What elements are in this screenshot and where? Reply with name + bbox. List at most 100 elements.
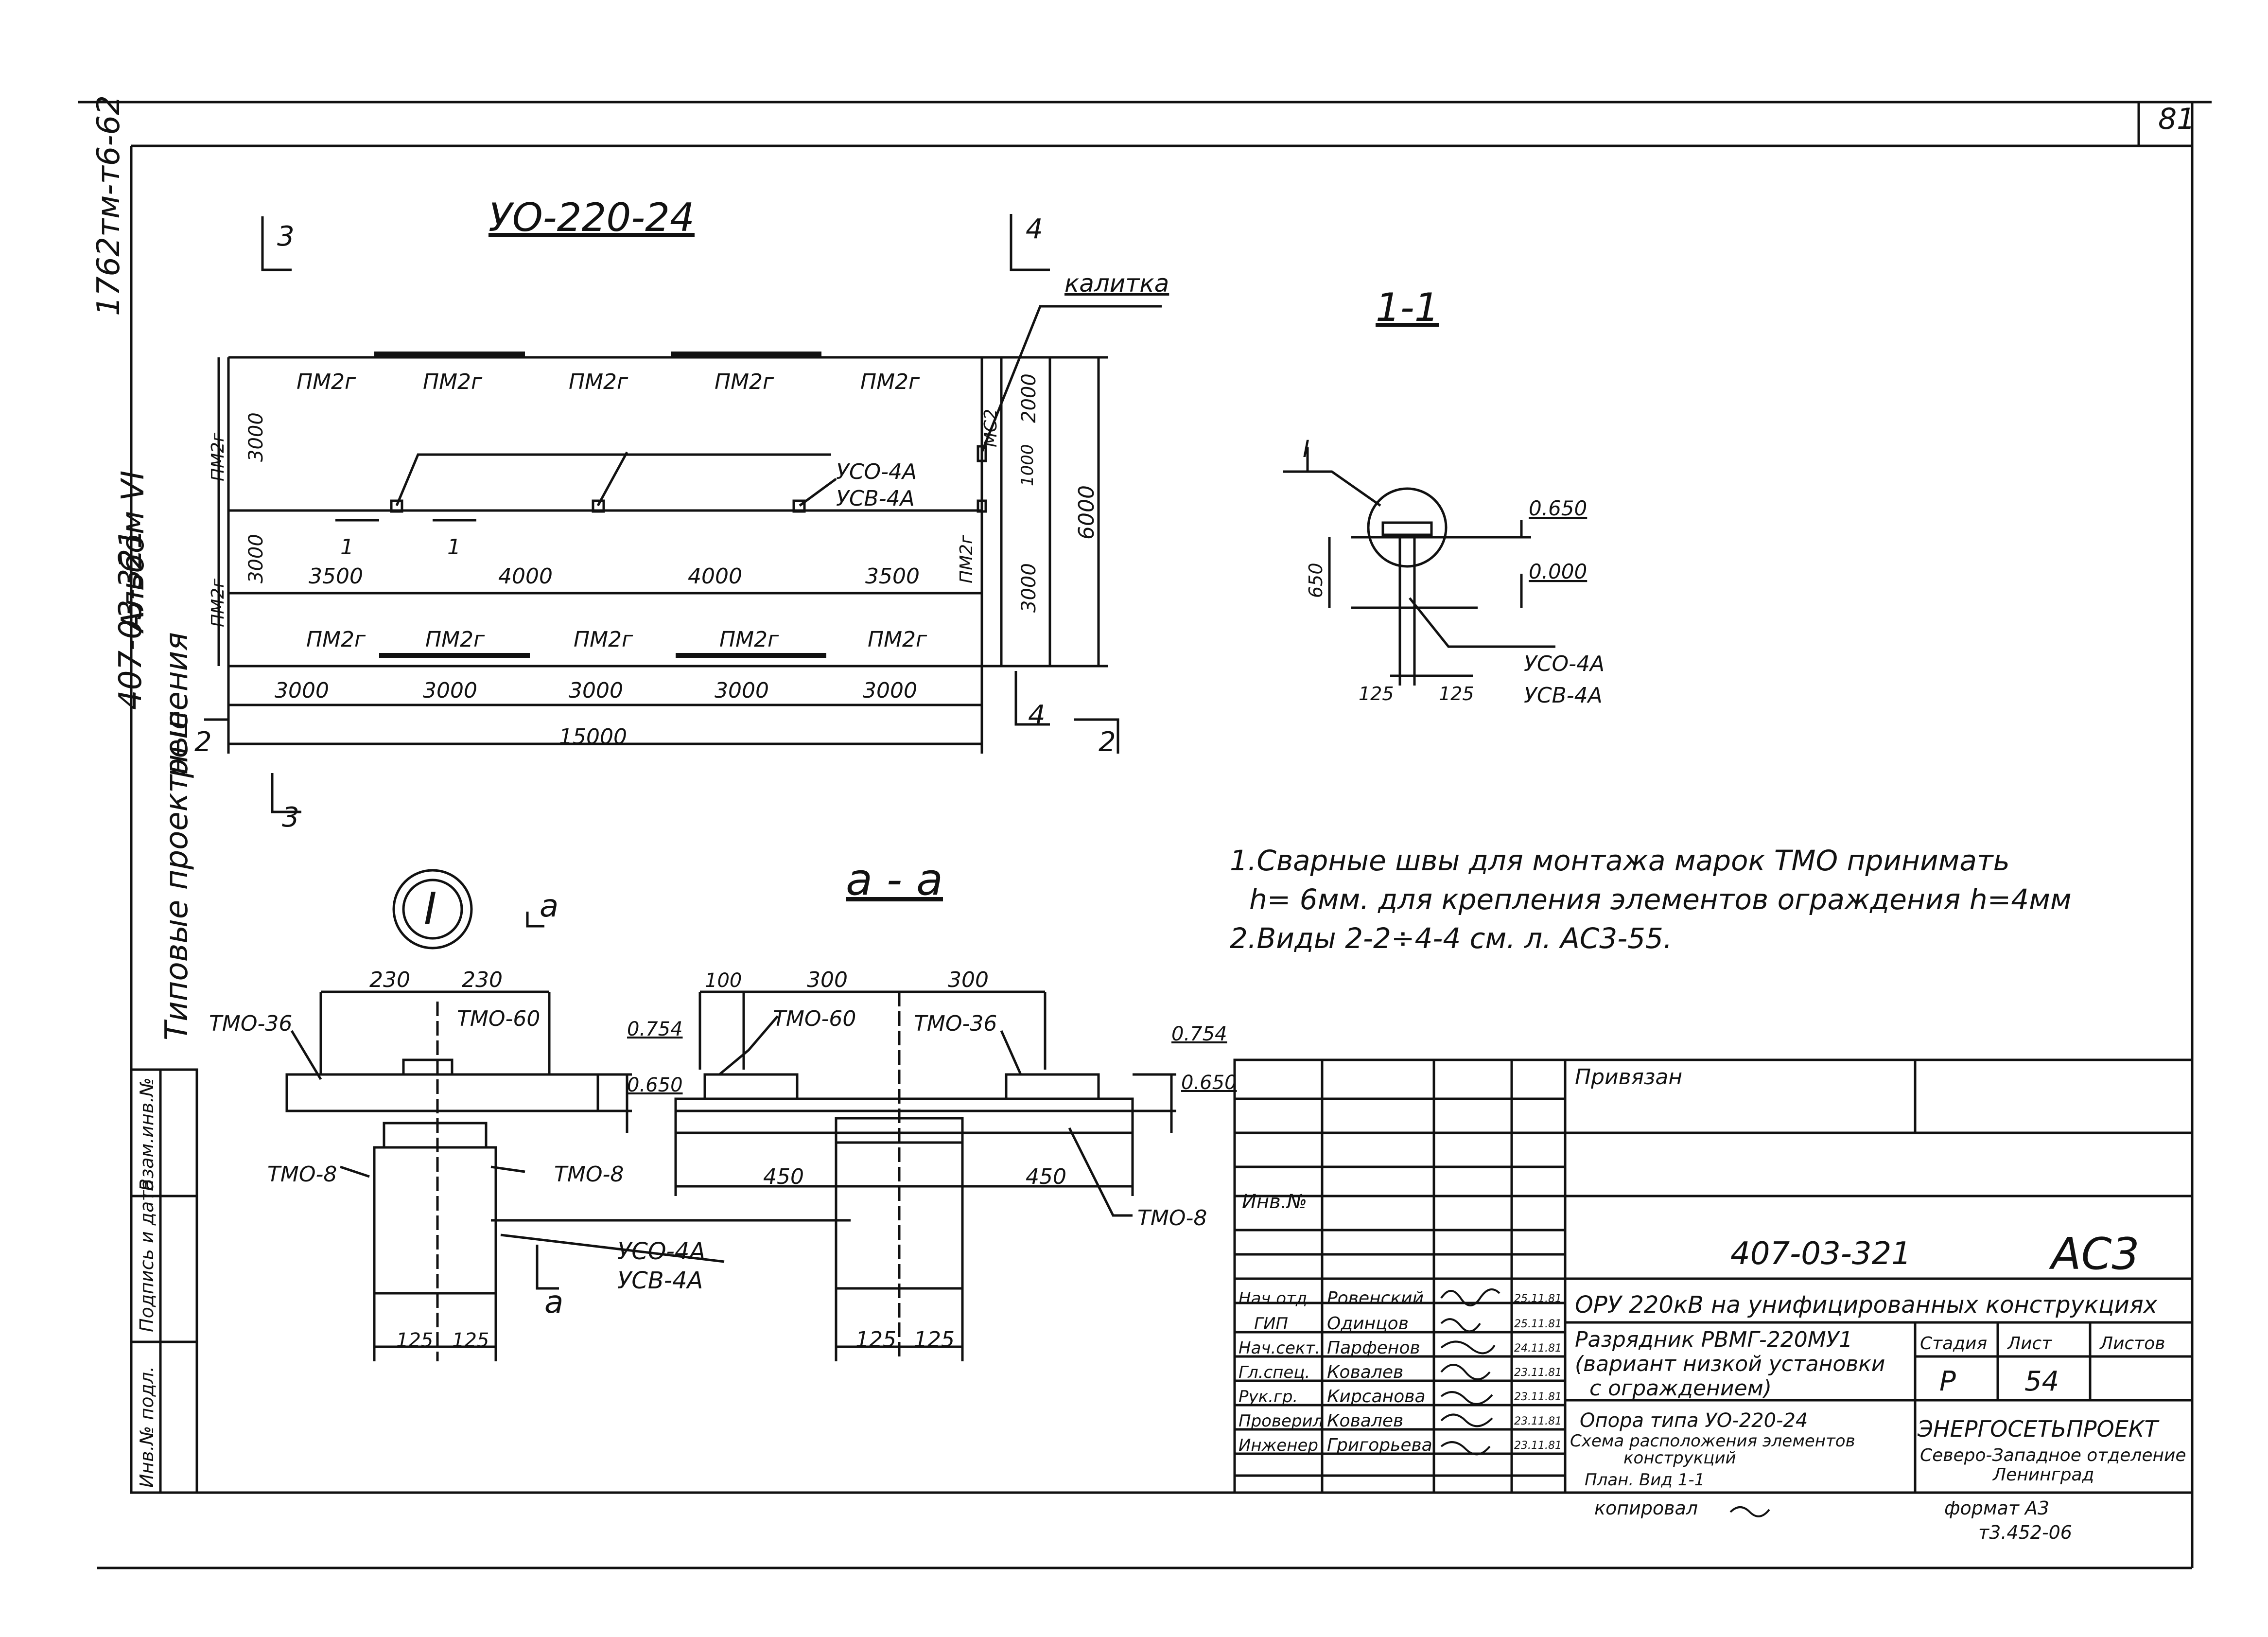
section-1-1-level: 0.650 <box>1529 496 1587 520</box>
plan-panel-top: ПМ2г <box>569 370 628 394</box>
corner-mark: 81 <box>2158 102 2195 136</box>
plan-panel-top: ПМ2г <box>715 370 774 394</box>
node-i-part: ТМО-8 <box>554 1162 624 1187</box>
notes: 1.Сварные швы для монтажа марок ТМО прин… <box>1230 844 2072 955</box>
side-stamp-cell-2: Подпись и дата <box>136 1179 157 1332</box>
signatures <box>1440 1288 1770 1517</box>
plan-panel-top: ПМ2г <box>423 370 483 394</box>
node-i-part: ТМО-8 <box>267 1162 337 1187</box>
node-i-support-label: УСО-4А <box>617 1238 705 1265</box>
node-i-level: 0.650 <box>627 1074 683 1096</box>
plan-dim-left: 3000 <box>245 412 267 462</box>
tb-copied-by: копировал <box>1594 1497 1698 1519</box>
node-i-level: 0.754 <box>627 1018 683 1040</box>
tb-role: Нач.сект. <box>1239 1338 1320 1358</box>
node-i-base-dim: 125 <box>396 1329 433 1352</box>
album-label: Альбом VI <box>115 471 151 634</box>
node-i-dim: 230 <box>369 968 410 992</box>
tb-sheet-no: 54 <box>2024 1366 2059 1397</box>
tb-extra: т3.452-06 <box>1978 1522 2072 1543</box>
note-line: 1.Сварные швы для монтажа марок ТМО прин… <box>1230 844 2010 877</box>
plan-dim-middle: 4000 <box>498 564 553 589</box>
tb-sheet-mark: АС3 <box>2049 1229 2140 1280</box>
plan-mark-2-left: 2 <box>194 726 212 758</box>
plan-panel-bottom: ПМ2г <box>306 627 366 652</box>
plan-view: УО-220-24 <box>194 195 1169 833</box>
plan-dim-bottom: 3000 <box>863 678 917 703</box>
tb-format: формат А3 <box>1944 1497 2049 1519</box>
tb-role: Инженер <box>1239 1436 1318 1455</box>
section-1-1-level: 0.000 <box>1529 560 1587 583</box>
tb-org-line: ЭНЕРГОСЕТЬПРОЕКТ <box>1917 1416 2160 1442</box>
plan-title: УО-220-24 <box>488 195 695 240</box>
tb-drawing-line: Схема расположения элементов <box>1570 1431 1855 1451</box>
plan-mark-3-top: 3 <box>277 221 295 252</box>
section-a-a-level: 0.754 <box>1171 1023 1227 1045</box>
plan-dim-total-length: 15000 <box>559 724 627 749</box>
tb-object-line: (вариант низкой установки <box>1575 1352 1885 1376</box>
tb-role-date: 24.11.81 <box>1514 1342 1562 1355</box>
album-top-code: 1762тм-т6-62 <box>91 95 127 316</box>
tb-role: ГИП <box>1254 1314 1288 1334</box>
side-stamp <box>130 1068 198 1494</box>
tb-inv-no: Инв.№ <box>1242 1191 1307 1213</box>
plan-dim-bottom: 3000 <box>715 678 769 703</box>
plan-panel-top: ПМ2г <box>860 370 920 394</box>
plan-mark-4-top: 4 <box>1026 213 1043 245</box>
plan-dim-total-height: 6000 <box>1074 485 1099 540</box>
plan-dim-right: 3000 <box>1018 563 1040 613</box>
plan-panel-right: ПМ2г <box>957 534 977 583</box>
plan-dim-bottom: 3000 <box>275 678 329 703</box>
tb-role-name: Ровенский <box>1327 1288 1424 1308</box>
section-a-a: а - а 100 300 300 <box>674 854 1237 1361</box>
tb-stage-header: Стадия <box>1920 1334 1987 1354</box>
sheet-frame <box>78 101 2212 1569</box>
node-i-cut-mark: а <box>540 888 558 924</box>
plan-dim-bottom: 3000 <box>423 678 477 703</box>
tb-role-date: 23.11.81 <box>1514 1415 1562 1427</box>
node-i-part: ТМО-36 <box>209 1011 292 1036</box>
plan-dim-right: 2000 <box>1018 373 1040 423</box>
tb-role-date: 23.11.81 <box>1514 1367 1562 1379</box>
section-1-1-base-dim: 125 <box>1439 683 1474 704</box>
tb-sheets-header: Листов <box>2099 1334 2165 1354</box>
plan-dim-right: 1000 <box>1018 444 1037 486</box>
note-line: h= 6мм. для крепления элементов огражден… <box>1249 883 2072 916</box>
plan-panel-bottom: ПМ2г <box>574 627 633 652</box>
section-a-a-base-dim: 125 <box>914 1327 955 1352</box>
tb-role: Гл.спец. <box>1239 1363 1310 1382</box>
plan-dim-middle: 3500 <box>309 564 363 589</box>
plan-panel-right: МС2 <box>981 409 1001 447</box>
album-project-number: 407-03-321 <box>113 529 149 710</box>
plan-mark-4-bottom: 4 <box>1028 700 1046 731</box>
tb-role-name: Кирсанова <box>1327 1387 1426 1407</box>
tb-role-date: 23.11.81 <box>1514 1391 1562 1403</box>
section-1-1-node-label: I <box>1303 436 1309 463</box>
plan-dim-bottom: 3000 <box>569 678 623 703</box>
section-1-1-base-dim: 125 <box>1359 683 1394 704</box>
plan-cut-label: 1 <box>340 535 354 560</box>
section-a-a-base-dim: 125 <box>855 1327 896 1352</box>
side-stamp-cell-3: Взам.инв.№ <box>136 1077 157 1191</box>
tb-role-name: Парфенов <box>1327 1338 1420 1358</box>
tb-object-line: Разрядник РВМГ-220МУ1 <box>1575 1327 1852 1352</box>
tb-org-line: Северо-Западное отделение <box>1920 1445 2186 1465</box>
node-i-support-label: УСВ-4А <box>617 1267 703 1294</box>
plan-gate-label: калитка <box>1064 269 1169 298</box>
plan-cut-label: 1 <box>447 535 461 560</box>
plan-panel-left: ПМ2г <box>208 432 228 481</box>
tb-role-date: 25.11.81 <box>1514 1293 1562 1305</box>
section-a-a-dim-top: 100 <box>705 969 742 992</box>
plan-panel-top: ПМ2г <box>297 370 356 394</box>
tb-drawing-line: Опора типа УО-220-24 <box>1580 1409 1808 1432</box>
note-line: 2.Виды 2-2÷4-4 см. л. АС3-55. <box>1230 922 1672 955</box>
plan-dim-middle: 4000 <box>688 564 742 589</box>
section-1-1-height: 650 <box>1305 563 1326 598</box>
section-a-a-dim-bottom: 450 <box>763 1164 804 1189</box>
tb-doc-code: 407-03-321 <box>1730 1236 1911 1272</box>
tb-project-title: ОРУ 220кВ на унифицированных конструкция… <box>1575 1291 2158 1319</box>
tb-drawing-line: конструкций <box>1623 1448 1736 1468</box>
tb-privyazan: Привязан <box>1575 1065 1682 1090</box>
section-a-a-title: а - а <box>846 854 943 905</box>
tb-role-date: 23.11.81 <box>1514 1440 1562 1452</box>
